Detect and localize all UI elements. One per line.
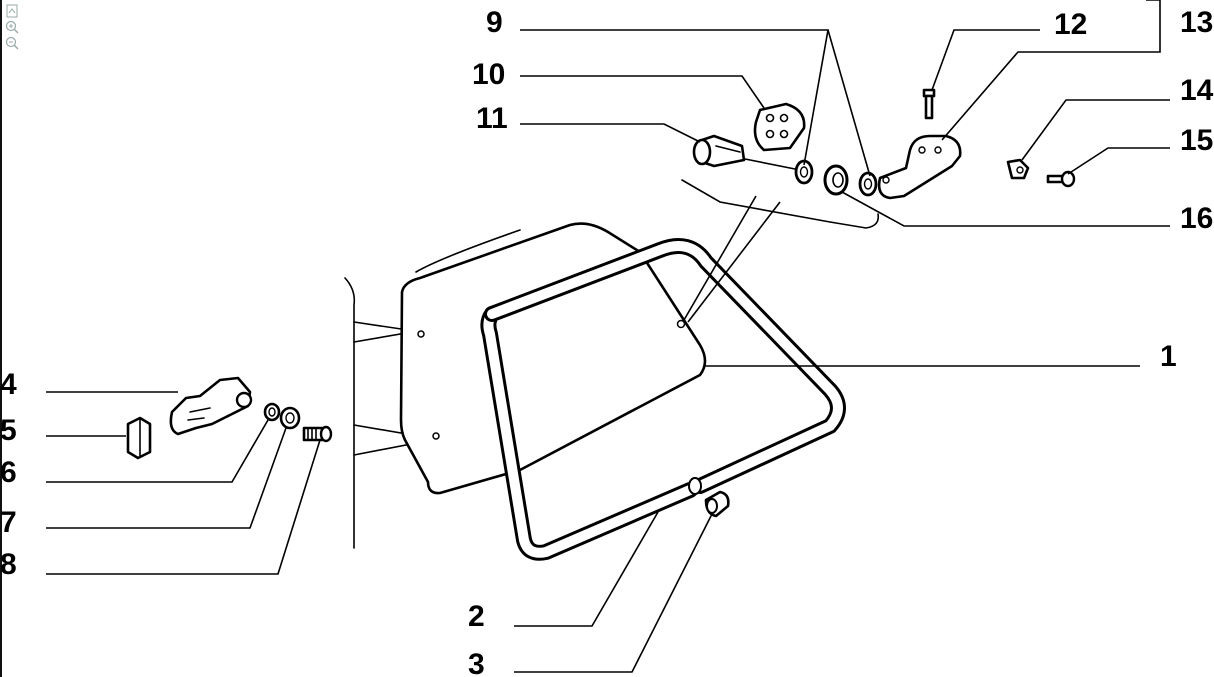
callout-11: 11 [476,102,508,135]
washer-upper-right [858,171,878,197]
bushing-upper [823,164,849,196]
leader-lines [46,0,1170,673]
callout-12: 12 [1054,8,1087,41]
callout-15: 15 [1180,124,1213,157]
callout-8: 8 [0,548,17,581]
callout-1: 1 [1160,340,1177,373]
callout-4: 4 [0,368,17,401]
callout-2: 2 [468,600,485,633]
page-left-edge [0,0,2,677]
callout-16: 16 [1180,202,1213,235]
window-seal [480,238,846,561]
washer-left [263,402,281,422]
screw [1046,170,1076,188]
viewer-toolbar [4,4,22,50]
window-glass [399,222,707,495]
callout-7: 7 [0,506,17,539]
cover-cap [126,416,152,460]
callout-13: 13 [1180,6,1213,39]
callout-14: 14 [1180,74,1214,107]
pivot-stud [692,134,746,168]
callout-5: 5 [0,414,17,447]
zoom-in-icon[interactable] [4,20,20,34]
callout-9: 9 [486,6,503,39]
callout-10: 10 [472,58,505,91]
zoom-out-icon[interactable] [4,36,20,50]
bolt-upper [922,88,936,120]
lock-bracket [169,376,253,436]
callout-3: 3 [468,648,485,677]
hinge-arm [877,134,962,200]
callout-6: 6 [0,456,17,489]
callout-labels: 1 2 3 4 5 6 7 8 9 10 11 12 13 14 15 16 [0,6,1214,677]
fit-page-icon[interactable] [4,4,20,18]
hinge-region-outline [681,157,880,229]
spacer-bushing-left [279,406,301,430]
hinge-plate [753,102,806,152]
seal-joint-sleeve [704,490,730,518]
bolt-left [302,425,333,443]
clip-fastener [1006,158,1030,180]
